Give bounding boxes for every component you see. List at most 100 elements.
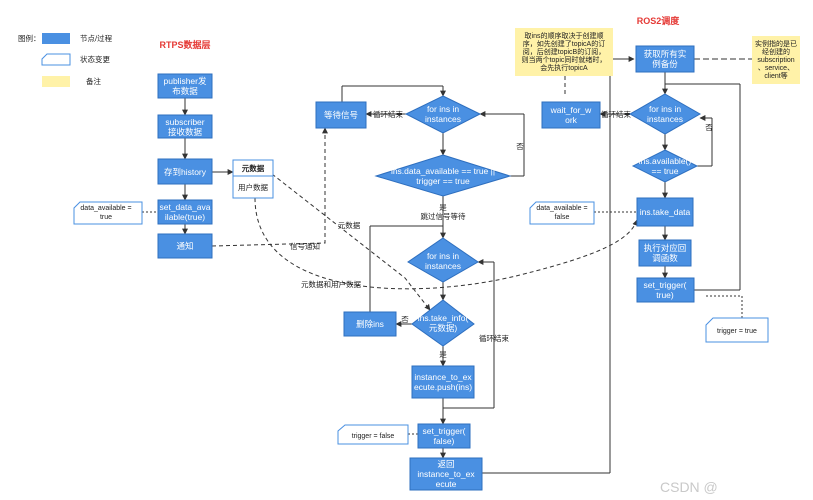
- state-data-available-true-line2: true: [100, 214, 112, 221]
- rtps-set-data-line1: set_data_ava: [159, 202, 210, 212]
- ros2-no-label: 否: [705, 123, 713, 132]
- state-data-available-true-line1: data_available =: [80, 205, 131, 212]
- skip-wait-label: 跳过信号等待: [421, 211, 466, 221]
- delete-ins-label: 删除ins: [356, 319, 384, 329]
- for-instances-diamond-2: for ins in instances: [407, 237, 479, 283]
- state-data-available-false: data_available = false: [529, 201, 595, 225]
- state-data-available-false-line2: false: [555, 214, 570, 221]
- set-trigger-true-line1: set_trigger(: [644, 280, 687, 290]
- note-order-line3: 阅，后创建topicB的订阅，: [523, 47, 605, 56]
- rtps-subscriber-line1: subscriber: [165, 117, 204, 127]
- state-data-available-true: data_available = true: [73, 201, 143, 225]
- get-all-line2: 例备份: [652, 59, 678, 69]
- push-line2: ecute.push(ins): [414, 382, 472, 392]
- for-instances-diamond-1: for ins in instances: [404, 95, 482, 134]
- take-info-line2: 元数据): [429, 323, 458, 333]
- state-trigger-false-label: trigger = false: [352, 433, 395, 440]
- take-info-diamond: ins.take_info( 元数据): [411, 299, 475, 347]
- rtps-publisher-line1: publisher发: [164, 76, 207, 86]
- condition-line1: ins.data_available == true ||: [391, 166, 495, 176]
- set-trigger-true-box: set_trigger( true): [636, 277, 695, 303]
- state-trigger-false: trigger = false: [337, 424, 409, 445]
- user-data-label: 用户数据: [238, 182, 268, 192]
- push-line1: instance_to_ex: [414, 372, 472, 382]
- note-instances-line5: client等: [764, 71, 787, 80]
- rtps-set-data-box: set_data_ava ilable(true): [157, 199, 213, 225]
- legend-state-label: 状态变更: [80, 54, 110, 64]
- metadata-edge-label: 元数据: [338, 220, 361, 230]
- note-instances-line1: 实例指的是已: [755, 39, 797, 48]
- metadata-title: 元数据: [242, 163, 265, 173]
- wait-signal-box: 等待信号: [315, 101, 367, 129]
- rtps-publisher-line2: 布数据: [172, 86, 198, 96]
- ros2-for-instances-diamond: for ins in instances: [628, 93, 702, 135]
- yes-label-2: 是: [439, 350, 447, 359]
- for-instances-2-line1: for ins in: [427, 251, 459, 261]
- note-instances-line4: 、service、: [758, 65, 794, 72]
- take-info-line1: ins.take_info(: [418, 313, 469, 323]
- rtps-layer-title: RTPS数据层: [159, 39, 210, 50]
- rtps-history-box: 存到history: [157, 158, 213, 185]
- legend-state-swatch: [41, 53, 71, 66]
- push-box: instance_to_ex ecute.push(ins): [411, 365, 475, 399]
- legend-note-swatch: [42, 76, 70, 87]
- no-label-1: 否: [516, 142, 524, 151]
- dashed-connectors: [211, 127, 639, 311]
- available-diamond: ins.available() == true: [631, 149, 699, 183]
- available-line1: ins.available(): [639, 156, 692, 166]
- ros2-for-line2: instances: [647, 114, 683, 124]
- yes-label-1: 是: [439, 203, 447, 212]
- no-label-2: 否: [401, 315, 409, 324]
- take-data-box: ins.take_data: [636, 197, 694, 227]
- exec-callback-box: 执行对应回 调函数: [638, 239, 692, 267]
- rtps-notify-box: 通知: [157, 233, 213, 259]
- wait-for-work-line1: wait_for_w: [550, 105, 592, 115]
- legend: 图例： 节点/过程 状态变更 备注: [18, 33, 113, 87]
- ros2-loop-end-label: 循环结束: [601, 109, 631, 119]
- state-trigger-true-label: trigger = true: [717, 328, 757, 335]
- note-instances-line3: subscription: [757, 57, 794, 64]
- condition-diamond: ins.data_available == true || trigger ==…: [374, 154, 512, 197]
- note-order-line5: 会先执行topicA: [540, 63, 588, 72]
- metadata-box: 元数据 用户数据: [232, 159, 274, 199]
- note-instances-line2: 经创建的: [762, 47, 790, 56]
- legend-note-label: 备注: [86, 76, 101, 86]
- note-instances-definition: 实例指的是已 经创建的 subscription 、service、 clien…: [752, 36, 800, 84]
- wait-for-work-box: wait_for_w ork: [541, 101, 601, 129]
- set-trigger-false-box: set_trigger( false): [417, 423, 471, 449]
- state-trigger-true: trigger = true: [705, 317, 769, 343]
- ros2-for-line1: for ins in: [649, 104, 681, 114]
- wait-for-work-line2: ork: [565, 115, 578, 125]
- rtps-subscriber-line2: 接收数据: [168, 127, 203, 137]
- set-trigger-false-line1: set_trigger(: [423, 426, 466, 436]
- signal-notify-label: 信号通知: [290, 241, 320, 251]
- exec-callback-line1: 执行对应回: [644, 243, 687, 253]
- get-all-line1: 获取所有实: [644, 49, 687, 59]
- watermark: CSDN @: [660, 479, 718, 495]
- note-order-line4: 则当两个topic同时就绪时，: [522, 55, 607, 64]
- exec-callback-line2: 调函数: [652, 253, 678, 263]
- note-order-line2: 序，如先创建了topicA的订: [523, 39, 605, 48]
- legend-process-label: 节点/过程: [80, 33, 113, 43]
- state-data-available-false-line1: data_available =: [536, 205, 587, 212]
- for-instances-2-line2: instances: [425, 261, 461, 271]
- available-line2: == true: [652, 166, 679, 176]
- note-order-line1: 取ins的顺序取决于创建顺: [525, 31, 604, 40]
- rtps-subscriber-box: subscriber 接收数据: [157, 114, 213, 139]
- set-trigger-true-line2: true): [656, 290, 674, 300]
- note-instance-order: 取ins的顺序取决于创建顺 序，如先创建了topicA的订 阅，后创建topic…: [515, 28, 613, 76]
- legend-process-swatch: [42, 33, 70, 44]
- loop-end-label-2: 循环结束: [479, 333, 509, 343]
- rtps-history-label: 存到history: [164, 167, 207, 177]
- take-data-label: ins.take_data: [640, 207, 691, 217]
- delete-ins-box: 删除ins: [343, 311, 397, 337]
- return-box: 返回 instance_to_ex ecute: [409, 457, 483, 491]
- ros2-scheduling-title: ROS2调度: [637, 15, 681, 26]
- return-line1: 返回: [437, 459, 454, 469]
- rtps-notify-label: 通知: [176, 241, 193, 251]
- legend-title: 图例：: [18, 33, 41, 43]
- for-instances-1-line2: instances: [425, 114, 461, 124]
- loop-end-label-1: 循环结束: [373, 109, 403, 119]
- for-instances-1-line1: for ins in: [427, 104, 459, 114]
